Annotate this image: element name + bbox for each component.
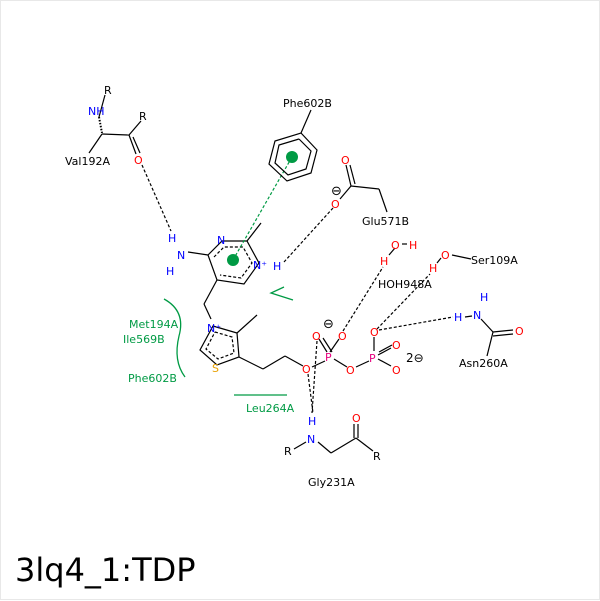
residue-phe602b-ring: Phe602B [268,97,332,182]
pi-stacking-phe602b [232,156,293,261]
hbond-val192a [141,164,172,232]
atom-h: H [429,262,437,275]
atom-o: O [341,154,350,167]
residue-label-phe602b: Phe602B [283,97,332,110]
atom-h: H [454,311,462,324]
atom-p: P [369,352,376,365]
residue-glu571b: O O ⊖ Glu571B [331,154,409,228]
atom-o: O [346,364,355,377]
negative-charge-2: 2⊖ [406,351,424,365]
r-group-label: R [373,450,381,463]
atom-s: S [212,362,219,375]
atom-h: H [480,291,488,304]
r-group-label: R [284,445,292,458]
negative-charge: ⊖ [331,184,342,199]
residue-label-hoh948a: HOH948A [378,278,432,291]
diagram-title: 3lq4_1:TDP [15,551,196,589]
atom-o: O [441,249,450,262]
hbond-ser109a [376,273,431,330]
negative-charge: ⊖ [323,317,334,332]
atom-h: H [166,265,174,278]
atom-o: O [392,364,401,377]
atom-o-minus: O [331,198,340,211]
hbond-gly231a [311,340,318,414]
atom-o: O [515,325,524,338]
hbond-asn260a [378,316,454,331]
residue-label-leu264a: Leu264A [246,402,295,415]
residue-label-glu571b: Glu571B [362,215,409,228]
hbond-hoh948a [342,266,384,332]
atom-o: O [312,330,321,343]
residue-label-val192a: Val192A [65,155,110,168]
diphosphate-group: O P O O ⊖ O P O O O 2⊖ [302,317,424,377]
residue-label-gly231a: Gly231A [308,476,355,489]
atom-o: O [391,239,400,252]
hydrophobic-contact-chevron [269,286,294,301]
residue-label-asn260a: Asn260A [459,357,508,370]
atom-nh: NH [88,105,105,118]
atom-h: H [168,232,176,245]
hydrophobic-contact-arc [163,298,186,378]
atom-o: O [338,330,347,343]
residue-ser109a: O H Ser109A [429,249,518,275]
water-hoh948a: O H H HOH948A [378,239,432,291]
atom-o: O [392,339,401,352]
hbond-glu571b [283,207,334,263]
r-group-label: R [104,84,112,97]
hbond-gly231a [307,373,314,414]
atom-n: N [473,309,481,322]
atom-o: O [134,154,143,167]
residue-val192a: R NH R O Val192A [65,84,147,168]
residue-asn260a: H N H O Asn260A [454,291,524,370]
aminopyrimidine-ring: N N⁺ H H N H [166,222,281,320]
atom-o: O [370,326,379,339]
atom-h: H [380,255,388,268]
atom-n: N [177,249,185,262]
atom-p: P [325,351,332,364]
thiazolium-ring: N⁺ S [199,314,304,375]
atom-h: H [308,415,316,428]
atom-o: O [302,363,311,376]
pi-center-marker [286,151,298,163]
residue-label-ile569b: Ile569B [123,333,165,346]
residue-label-phe602b-hydrophobic: Phe602B [128,372,177,385]
r-group-label: R [139,110,147,123]
atom-h: H [273,260,281,273]
atom-o: O [352,412,361,425]
residue-label-ser109a: Ser109A [471,254,518,267]
atom-n-plus: N⁺ [207,322,221,335]
atom-n-plus: N⁺ [253,259,267,272]
atom-h: H [409,239,417,252]
residue-gly231a: H N R O R Gly231A [284,412,381,489]
residue-label-met194a: Met194A [129,318,179,331]
atom-n: N [307,433,315,446]
atom-n: N [217,234,225,247]
